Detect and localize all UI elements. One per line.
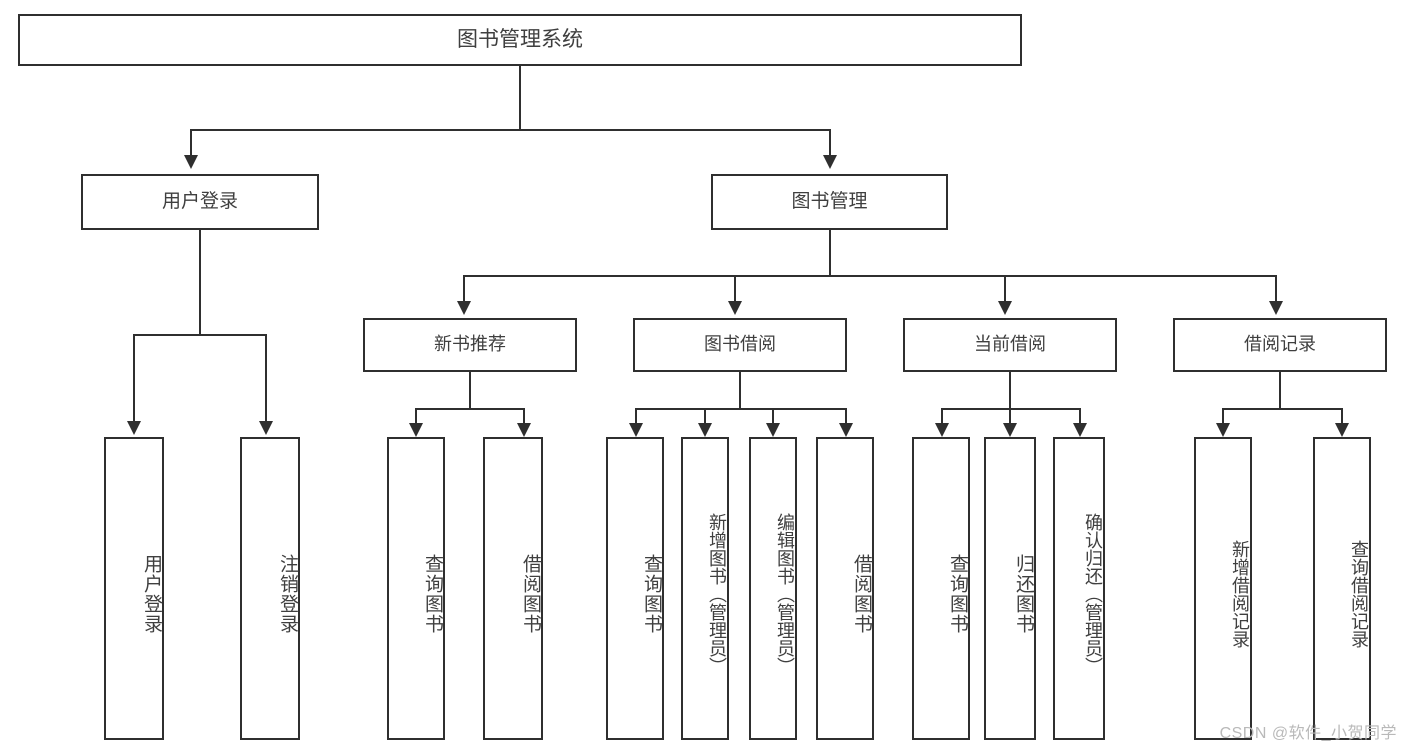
node-label: 图书借阅 (704, 334, 776, 355)
connector-book-management-bus (463, 275, 1277, 277)
node-label: 注销登录 (277, 553, 298, 634)
connector-current-borrow-to-leaf-3 (1079, 408, 1081, 426)
node-current-borrow[interactable]: 当前借阅 (903, 318, 1117, 372)
connector-current-borrow-to-leaf-1 (941, 408, 943, 426)
leaf-new-book-borrow-book[interactable]: 借阅图书 (483, 437, 543, 740)
node-label: 查询图书 (422, 553, 443, 634)
node-label: 查询图书 (641, 553, 662, 634)
connector-user-login-bus (133, 334, 267, 336)
connector-new-book-bus (415, 408, 525, 410)
node-label: 新增图书（管理员） (707, 512, 727, 675)
connector-root-to-user-login (190, 129, 192, 157)
arrowhead-borrow-record-leaf-2 (1335, 423, 1349, 437)
connector-new-book-to-leaf-1 (415, 408, 417, 426)
node-label: 编辑图书（管理员） (775, 512, 795, 675)
arrowhead-new-book-leaf-1 (409, 423, 423, 437)
leaf-current-borrow-return-book[interactable]: 归还图书 (984, 437, 1036, 740)
node-label: 新书推荐 (434, 334, 506, 355)
arrowhead-to-user-login (184, 155, 198, 169)
connector-current-borrow-to-leaf-2 (1009, 408, 1011, 426)
arrowhead-book-borrow-leaf-4 (839, 423, 853, 437)
node-label: 图书管理 (791, 190, 868, 212)
connector-root-to-book-management (829, 129, 831, 157)
arrowhead-borrow-record-leaf-1 (1216, 423, 1230, 437)
connector-bm-to-book-borrow (734, 275, 736, 305)
arrowhead-to-book-management (823, 155, 837, 169)
node-label: 查询借阅记录 (1349, 539, 1369, 648)
node-label: 用户登录 (141, 553, 162, 634)
node-new-book-recommendation[interactable]: 新书推荐 (363, 318, 577, 372)
connector-root-bus (190, 129, 831, 131)
arrowhead-book-borrow-leaf-2 (698, 423, 712, 437)
leaf-borrow-record-add-record[interactable]: 新增借阅记录 (1194, 437, 1252, 740)
arrowhead-book-borrow-leaf-1 (629, 423, 643, 437)
node-label: 归还图书 (1013, 553, 1034, 634)
arrowhead-to-new-book (457, 301, 471, 315)
connector-borrow-record-stem (1279, 372, 1281, 410)
arrowhead-to-book-borrow (728, 301, 742, 315)
connector-book-borrow-to-leaf-2 (704, 408, 706, 426)
connector-root-stem (519, 66, 521, 130)
connector-book-borrow-stem (739, 372, 741, 410)
leaf-book-borrow-edit-book-admin[interactable]: 编辑图书（管理员） (749, 437, 797, 740)
leaf-current-borrow-confirm-return-admin[interactable]: 确认归还（管理员） (1053, 437, 1105, 740)
node-label: 查询图书 (947, 553, 968, 634)
node-book-borrow[interactable]: 图书借阅 (633, 318, 847, 372)
arrowhead-current-borrow-leaf-3 (1073, 423, 1087, 437)
connector-book-management-stem (829, 230, 831, 276)
connector-book-borrow-to-leaf-3 (772, 408, 774, 426)
node-label: 借阅图书 (851, 553, 872, 634)
connector-current-borrow-bus (941, 408, 1081, 410)
connector-book-borrow-to-leaf-1 (635, 408, 637, 426)
node-label: 新增借阅记录 (1230, 539, 1250, 648)
node-root-book-management-system[interactable]: 图书管理系统 (18, 14, 1022, 66)
leaf-current-borrow-query-book[interactable]: 查询图书 (912, 437, 970, 740)
node-label: 当前借阅 (974, 334, 1046, 355)
node-borrow-record[interactable]: 借阅记录 (1173, 318, 1387, 372)
leaf-book-borrow-borrow-book[interactable]: 借阅图书 (816, 437, 874, 740)
arrowhead-book-borrow-leaf-3 (766, 423, 780, 437)
connector-new-book-to-leaf-2 (523, 408, 525, 426)
connector-borrow-record-bus (1222, 408, 1343, 410)
connector-user-login-stem (199, 230, 201, 335)
arrowhead-user-login-leaf-1 (127, 421, 141, 435)
arrowhead-user-login-leaf-2 (259, 421, 273, 435)
node-label: 图书管理系统 (457, 27, 583, 51)
arrowhead-current-borrow-leaf-1 (935, 423, 949, 437)
connector-new-book-stem (469, 372, 471, 410)
leaf-user-login-logout[interactable]: 注销登录 (240, 437, 300, 740)
arrowhead-new-book-leaf-2 (517, 423, 531, 437)
connector-user-login-to-leaf-2 (265, 334, 267, 424)
connector-book-borrow-to-leaf-4 (845, 408, 847, 426)
connector-borrow-record-to-leaf-2 (1341, 408, 1343, 426)
leaf-new-book-query-book[interactable]: 查询图书 (387, 437, 445, 740)
node-label: 确认归还（管理员） (1083, 512, 1103, 675)
node-label: 借阅图书 (520, 553, 541, 634)
node-label: 借阅记录 (1244, 334, 1316, 355)
connector-book-borrow-bus (635, 408, 847, 410)
leaf-borrow-record-query-record[interactable]: 查询借阅记录 (1313, 437, 1371, 740)
connector-current-borrow-stem (1009, 372, 1011, 410)
connector-bm-to-borrow-record (1275, 275, 1277, 305)
arrowhead-current-borrow-leaf-2 (1003, 423, 1017, 437)
leaf-book-borrow-query-book[interactable]: 查询图书 (606, 437, 664, 740)
arrowhead-to-borrow-record (1269, 301, 1283, 315)
connector-bm-to-current-borrow (1004, 275, 1006, 305)
connector-borrow-record-to-leaf-1 (1222, 408, 1224, 426)
leaf-book-borrow-add-book-admin[interactable]: 新增图书（管理员） (681, 437, 729, 740)
connector-bm-to-new-book (463, 275, 465, 305)
node-book-management[interactable]: 图书管理 (711, 174, 948, 230)
connector-user-login-to-leaf-1 (133, 334, 135, 424)
node-label: 用户登录 (161, 190, 238, 212)
arrowhead-to-current-borrow (998, 301, 1012, 315)
leaf-user-login-login[interactable]: 用户登录 (104, 437, 164, 740)
node-user-login[interactable]: 用户登录 (81, 174, 319, 230)
